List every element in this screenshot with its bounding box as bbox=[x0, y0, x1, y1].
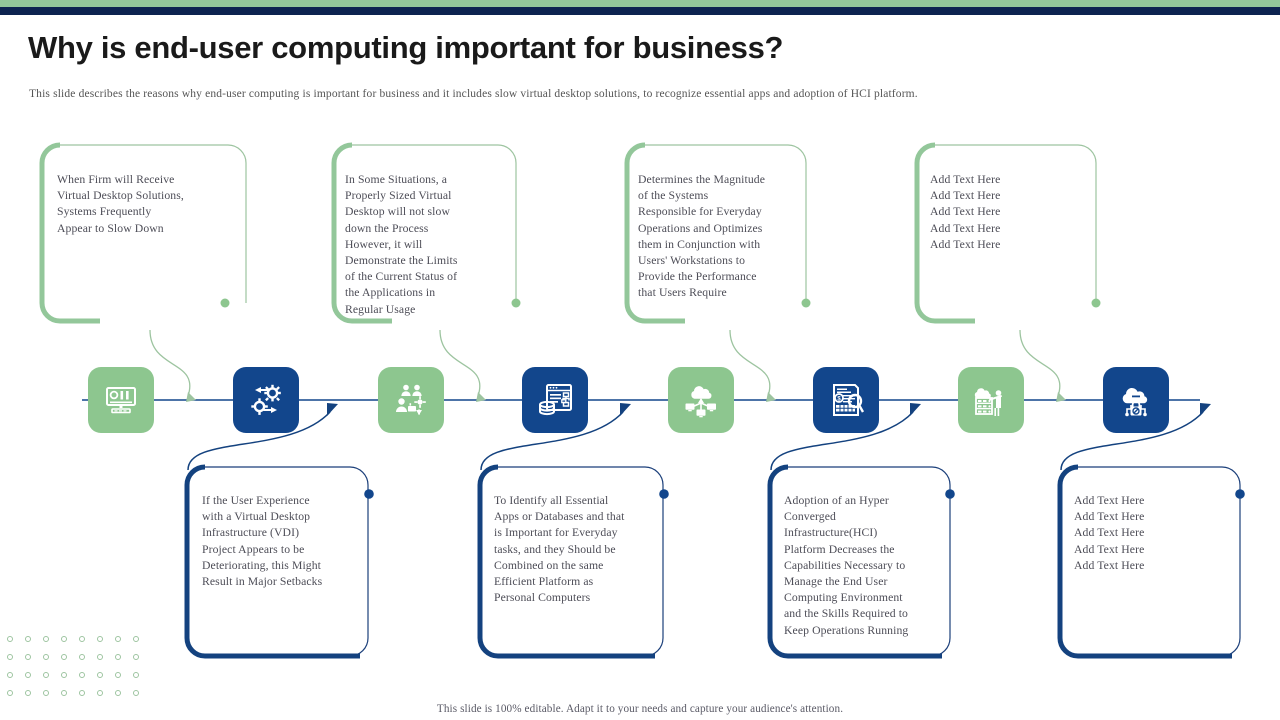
process-step-1-tile[interactable] bbox=[88, 367, 154, 433]
document-search-icon: $ bbox=[825, 379, 867, 421]
database-window-icon bbox=[534, 379, 576, 421]
footer-note: This slide is 100% editable. Adapt it to… bbox=[436, 703, 844, 715]
top-card-2-endpoint-dot bbox=[511, 298, 521, 308]
top-leader-1 bbox=[149, 329, 196, 402]
bottom-card-3-text: Adoption of an Hyper Converged Infrastru… bbox=[784, 494, 909, 637]
decorative-dot-grid bbox=[7, 636, 151, 708]
top-card-3-text: Determines the Magnitude of the Systems … bbox=[638, 173, 766, 300]
page-title: Why is end-user computing important for … bbox=[28, 30, 784, 65]
process-step-7-tile[interactable] bbox=[958, 367, 1024, 433]
top-leader-3 bbox=[729, 329, 776, 402]
top-card-1-endpoint-dot bbox=[220, 298, 230, 308]
svg-text:$: $ bbox=[837, 397, 841, 403]
process-step-8-tile[interactable] bbox=[1103, 367, 1169, 433]
team-users-icon bbox=[390, 379, 432, 421]
process-step-6-tile[interactable]: $ bbox=[813, 367, 879, 433]
top-card-4-endpoint-dot bbox=[1091, 298, 1101, 308]
top-card-2-text: In Some Situations, a Properly Sized Vir… bbox=[345, 173, 458, 316]
monitor-desktop-icon bbox=[101, 380, 141, 420]
cloud-network-icon bbox=[680, 379, 722, 421]
process-step-3-tile[interactable] bbox=[378, 367, 444, 433]
top-accent-bar-navy bbox=[0, 7, 1280, 15]
top-card-3-endpoint-dot bbox=[801, 298, 811, 308]
cloud-lock-icon bbox=[1115, 379, 1157, 421]
page-subtitle: This slide describes the reasons why end… bbox=[29, 88, 918, 100]
process-step-4-tile[interactable] bbox=[522, 367, 588, 433]
top-leader-2 bbox=[439, 329, 486, 402]
gears-exchange-icon bbox=[245, 379, 287, 421]
process-step-2-tile[interactable] bbox=[233, 367, 299, 433]
top-card-1-text: When Firm will Receive Virtual Desktop S… bbox=[57, 173, 184, 235]
top-accent-bar-green bbox=[0, 0, 1280, 7]
top-leader-4 bbox=[1019, 329, 1066, 402]
bottom-card-2-text: To Identify all Essential Apps or Databa… bbox=[494, 494, 625, 605]
top-card-4-text: Add Text Here Add Text Here Add Text Her… bbox=[930, 173, 1001, 251]
process-step-5-tile[interactable] bbox=[668, 367, 734, 433]
bottom-card-4-text: Add Text Here Add Text Here Add Text Her… bbox=[1074, 494, 1145, 572]
bottom-card-1-text: If the User Experience with a Virtual De… bbox=[202, 494, 323, 589]
server-rack-person-icon bbox=[970, 379, 1012, 421]
